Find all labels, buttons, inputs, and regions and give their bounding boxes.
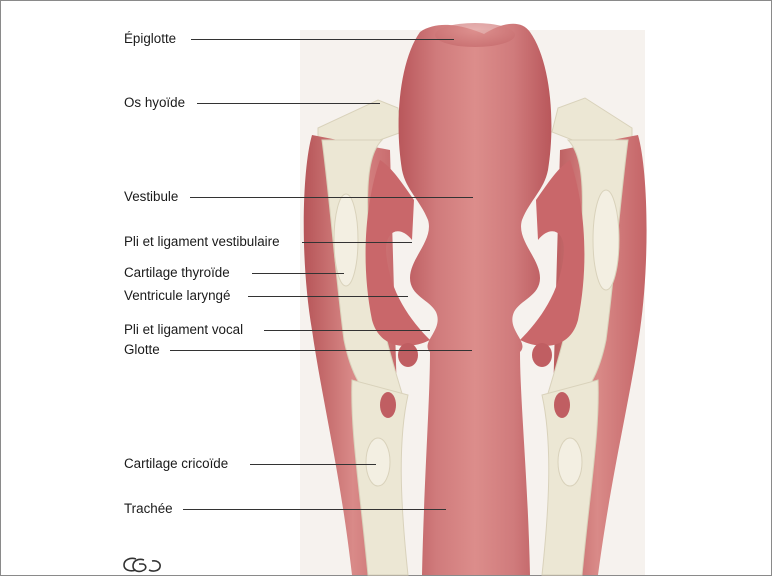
label-epiglottis: Épiglotte (124, 31, 176, 47)
cricoid-nodule-right (558, 438, 582, 486)
label-thyroid-cartilage: Cartilage thyroïde (124, 265, 230, 281)
thyroid-highlight-right (593, 190, 619, 290)
label-vocal-fold: Pli et ligament vocal (124, 322, 243, 338)
leader-vestibule (190, 197, 473, 198)
leader-cricoid-cartilage (250, 464, 376, 465)
leader-vestibular-fold (302, 242, 412, 243)
leader-laryngeal-ventricle (248, 296, 408, 297)
cricoid-nodule-left (366, 438, 390, 486)
muscle-spot (532, 343, 552, 367)
muscle-spot (380, 392, 396, 418)
muscle-spot (398, 343, 418, 367)
label-trachea: Trachée (124, 501, 173, 517)
label-vestibular-fold: Pli et ligament vestibulaire (124, 234, 280, 250)
leader-hyoid-bone (197, 103, 380, 104)
muscle-spot (554, 392, 570, 418)
label-laryngeal-ventricle: Ventricule laryngé (124, 288, 230, 304)
leader-epiglottis (191, 39, 454, 40)
label-glottis: Glotte (124, 342, 160, 358)
leader-thyroid-cartilage (252, 273, 344, 274)
leader-trachea (183, 509, 446, 510)
label-cricoid-cartilage: Cartilage cricoïde (124, 456, 228, 472)
epiglottis-tip (435, 23, 515, 47)
leader-vocal-fold (264, 330, 430, 331)
publisher-logo-icon (122, 555, 164, 575)
label-hyoid-bone: Os hyoïde (124, 95, 185, 111)
label-vestibule: Vestibule (124, 189, 178, 205)
leader-glottis (170, 350, 472, 351)
